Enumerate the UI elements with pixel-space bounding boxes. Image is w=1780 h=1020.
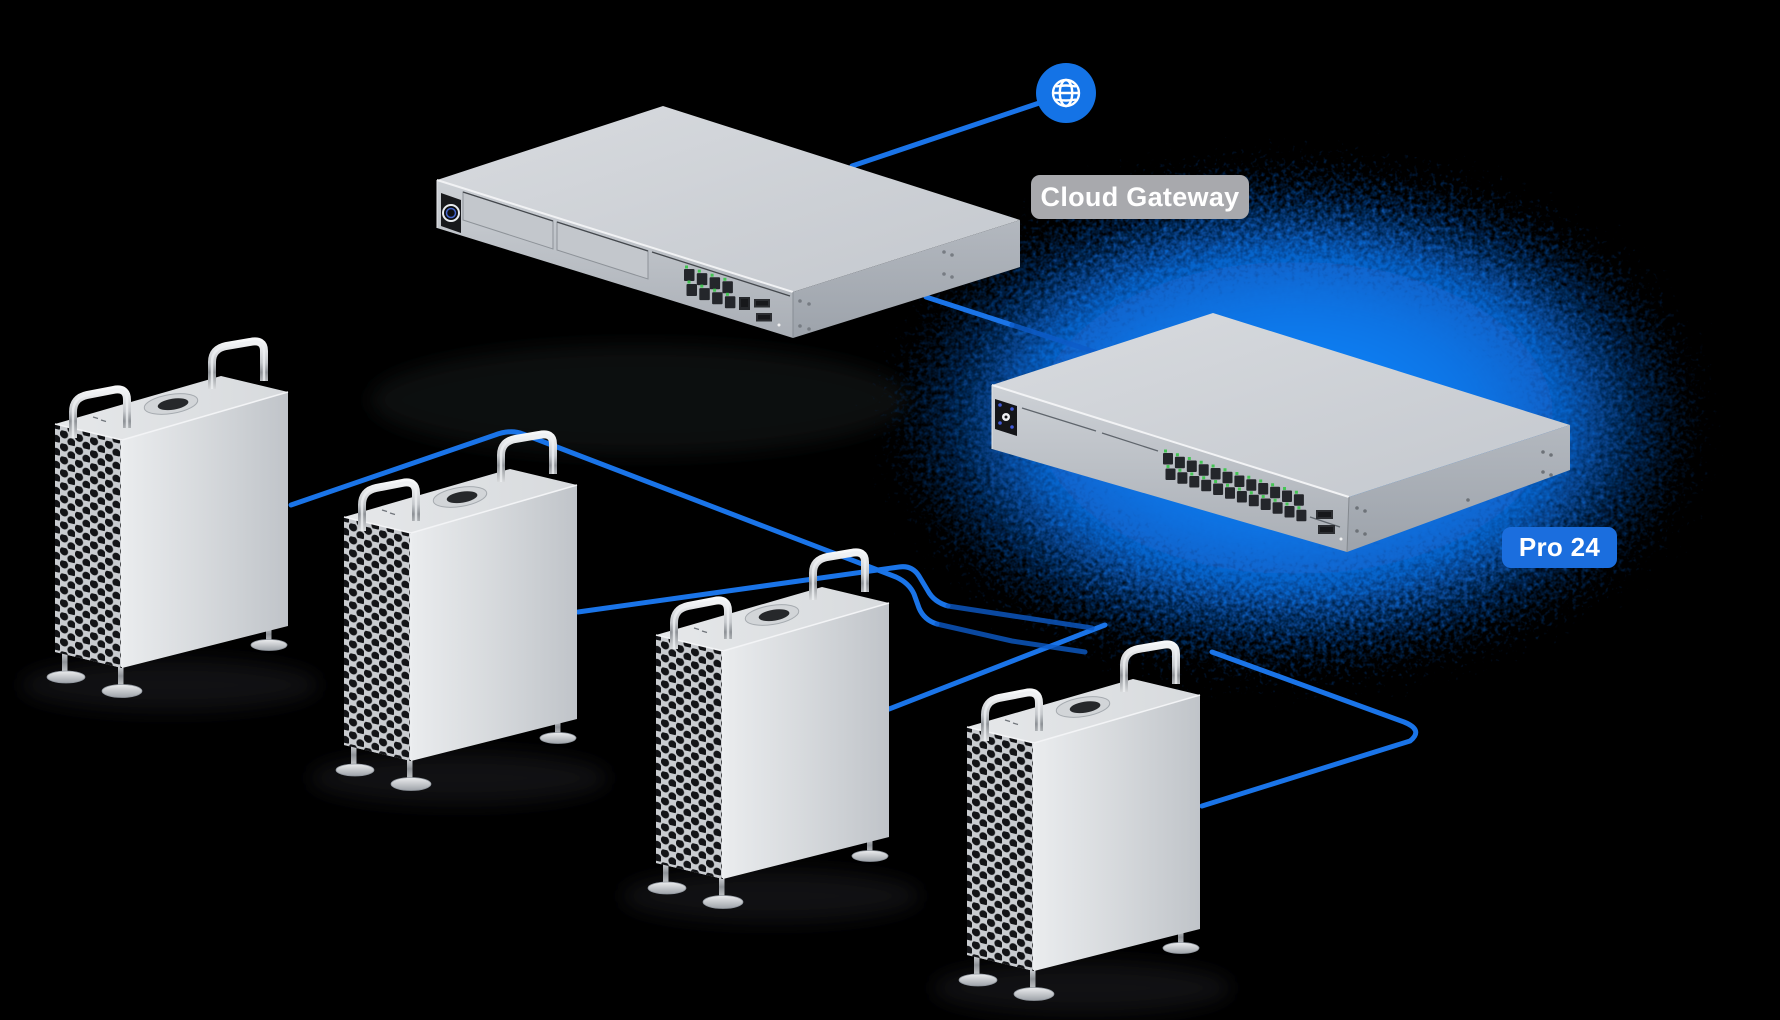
link-workstation4-switch [1199,649,1419,809]
mac-pro-tower-4 [932,644,1232,1014]
cloud-gateway-label: Cloud Gateway [1031,175,1249,219]
link-workstation3-switch [886,622,1108,712]
gateway-shadow [370,345,910,455]
connection-lines [288,91,1419,809]
switch-status-display [995,399,1017,436]
gateway-status-display [441,193,461,233]
gateway-top-panel [437,106,1020,292]
cloud-gateway-device [436,106,1020,338]
link-gateway-switch-glow-segment [1009,322,1101,356]
gateway-side-panel [793,220,1020,338]
switch-screws [1355,450,1553,536]
switch-side-panel [1347,425,1570,552]
mac-pro-tower-3 [621,552,921,922]
gateway-panel-seams [462,191,791,297]
switch-top-panel [992,313,1570,497]
globe-icon [1036,63,1096,123]
link-workstation2-switch [575,564,951,615]
link-workstation2-switch-glow-segment [945,603,1095,631]
gateway-screws [798,250,954,331]
link-workstation1-switch [288,429,940,627]
gateway-rj45-ports [684,265,736,309]
mac-pro-tower-1 [20,341,320,711]
link-gateway-internet [849,91,1069,169]
link-workstation1-switch-glow-segment [934,621,1088,655]
switch-sfp-ports [1316,510,1343,541]
mac-pro-tower-2 [309,434,609,804]
link-gateway-switch [923,294,1015,328]
pro-24-switch-device [991,313,1570,553]
switch-rj45-ports [1163,449,1307,522]
connection-lines-in-glow [934,322,1101,655]
gateway-wan-and-sfp-ports [739,297,781,327]
pro-24-label: Pro 24 [1502,527,1617,568]
